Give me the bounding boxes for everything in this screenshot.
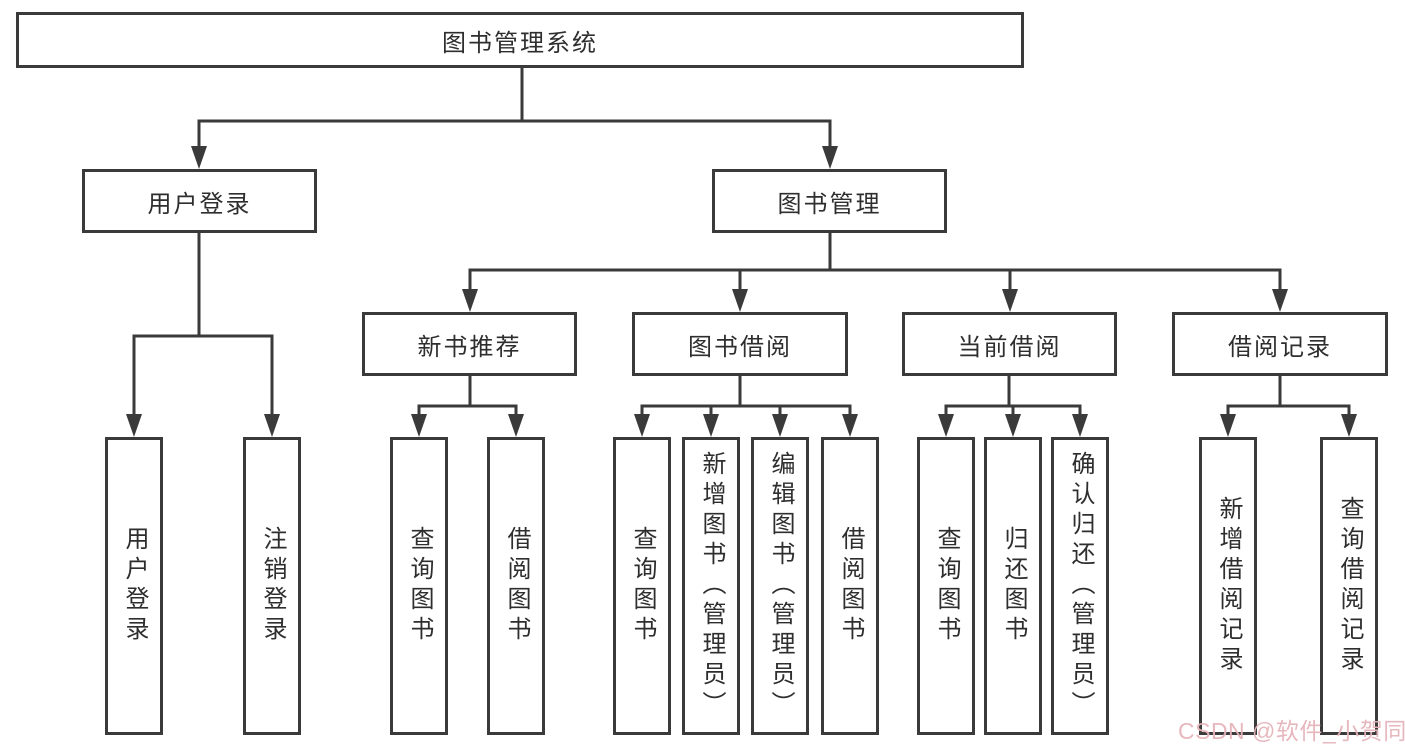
leaf-confirm-return-admin: 确认归还（管理员）	[1051, 437, 1109, 735]
leaf-return-books: 归还图书	[984, 437, 1042, 735]
node-user-login-label: 用户登录	[147, 190, 252, 218]
arrow-down-icon	[264, 414, 280, 437]
connector-current-borrow-rail	[944, 376, 1082, 420]
leaf-borrow-books: 借阅图书	[821, 437, 879, 735]
arrow-down-icon	[772, 414, 788, 437]
node-new-book-recommend-label: 新书推荐	[417, 333, 522, 361]
node-library-system-label: 图书管理系统	[442, 29, 598, 57]
leaf-add-borrow-record-label: 新增借阅记录	[1215, 496, 1242, 676]
leaf-query-books-borrow: 查询图书	[613, 437, 671, 735]
arrow-down-icon	[1002, 289, 1018, 312]
connector-book-borrow-rail	[640, 376, 852, 420]
arrow-down-icon	[126, 414, 142, 437]
node-current-borrow: 当前借阅	[902, 312, 1117, 376]
arrow-down-icon	[703, 414, 719, 437]
leaf-edit-books-admin-label: 编辑图书（管理员）	[767, 451, 794, 721]
leaf-query-books-borrow-label: 查询图书	[629, 526, 656, 646]
arrow-down-icon	[191, 146, 207, 169]
arrow-down-icon	[822, 146, 838, 169]
leaf-add-books-admin-label: 新增图书（管理员）	[698, 451, 725, 721]
leaf-query-borrow-record-label: 查询借阅记录	[1336, 496, 1363, 676]
arrow-down-icon	[634, 414, 650, 437]
arrow-down-icon	[1341, 414, 1357, 437]
node-book-management-label: 图书管理	[777, 190, 882, 218]
arrow-down-icon	[508, 414, 524, 437]
node-book-borrow: 图书借阅	[632, 312, 848, 376]
arrow-down-icon	[938, 414, 954, 437]
node-user-login: 用户登录	[82, 169, 317, 233]
arrow-down-icon	[411, 414, 427, 437]
leaf-logout: 注销登录	[243, 437, 301, 735]
leaf-query-books-current: 查询图书	[917, 437, 975, 735]
arrow-down-icon	[842, 414, 858, 437]
connector-borrow-records-rail	[1226, 376, 1351, 420]
csdn-watermark: CSDN @软件_小贺同学	[1178, 718, 1405, 744]
connector-book-mgmt-rail	[468, 233, 1282, 292]
node-book-borrow-label: 图书借阅	[688, 333, 792, 361]
leaf-add-borrow-record: 新增借阅记录	[1199, 437, 1257, 735]
arrow-down-icon	[462, 289, 478, 312]
arrowheads	[126, 146, 1357, 437]
leaf-confirm-return-admin-label: 确认归还（管理员）	[1067, 451, 1094, 721]
connector-user-login-rail	[132, 233, 274, 419]
leaf-query-books-recommend: 查询图书	[390, 437, 448, 735]
leaf-query-borrow-record: 查询借阅记录	[1320, 437, 1378, 735]
arrow-down-icon	[1005, 414, 1021, 437]
node-borrow-records: 借阅记录	[1172, 312, 1388, 376]
arrow-down-icon	[1272, 289, 1288, 312]
node-borrow-records-label: 借阅记录	[1228, 333, 1332, 361]
leaf-logout-label: 注销登录	[259, 526, 286, 646]
arrow-down-icon	[732, 289, 748, 312]
arrow-down-icon	[1072, 414, 1088, 437]
node-new-book-recommend: 新书推荐	[362, 312, 577, 376]
node-current-borrow-label: 当前借阅	[957, 333, 1062, 361]
connector-new-books-rail	[417, 376, 518, 420]
leaf-query-books-recommend-label: 查询图书	[406, 526, 433, 646]
node-book-management: 图书管理	[712, 169, 947, 233]
leaf-borrow-books-recommend: 借阅图书	[487, 437, 545, 735]
arrow-down-icon	[1220, 414, 1236, 437]
leaf-user-login: 用户登录	[105, 437, 163, 735]
leaf-borrow-books-recommend-label: 借阅图书	[503, 526, 530, 646]
connector-root-rail	[197, 119, 832, 151]
leaf-query-books-current-label: 查询图书	[933, 526, 960, 646]
leaf-add-books-admin: 新增图书（管理员）	[682, 437, 740, 735]
leaf-edit-books-admin: 编辑图书（管理员）	[751, 437, 809, 735]
node-library-system: 图书管理系统	[16, 12, 1024, 68]
leaf-return-books-label: 归还图书	[1000, 526, 1027, 646]
leaf-borrow-books-label: 借阅图书	[837, 526, 864, 646]
leaf-user-login-label: 用户登录	[121, 526, 148, 646]
